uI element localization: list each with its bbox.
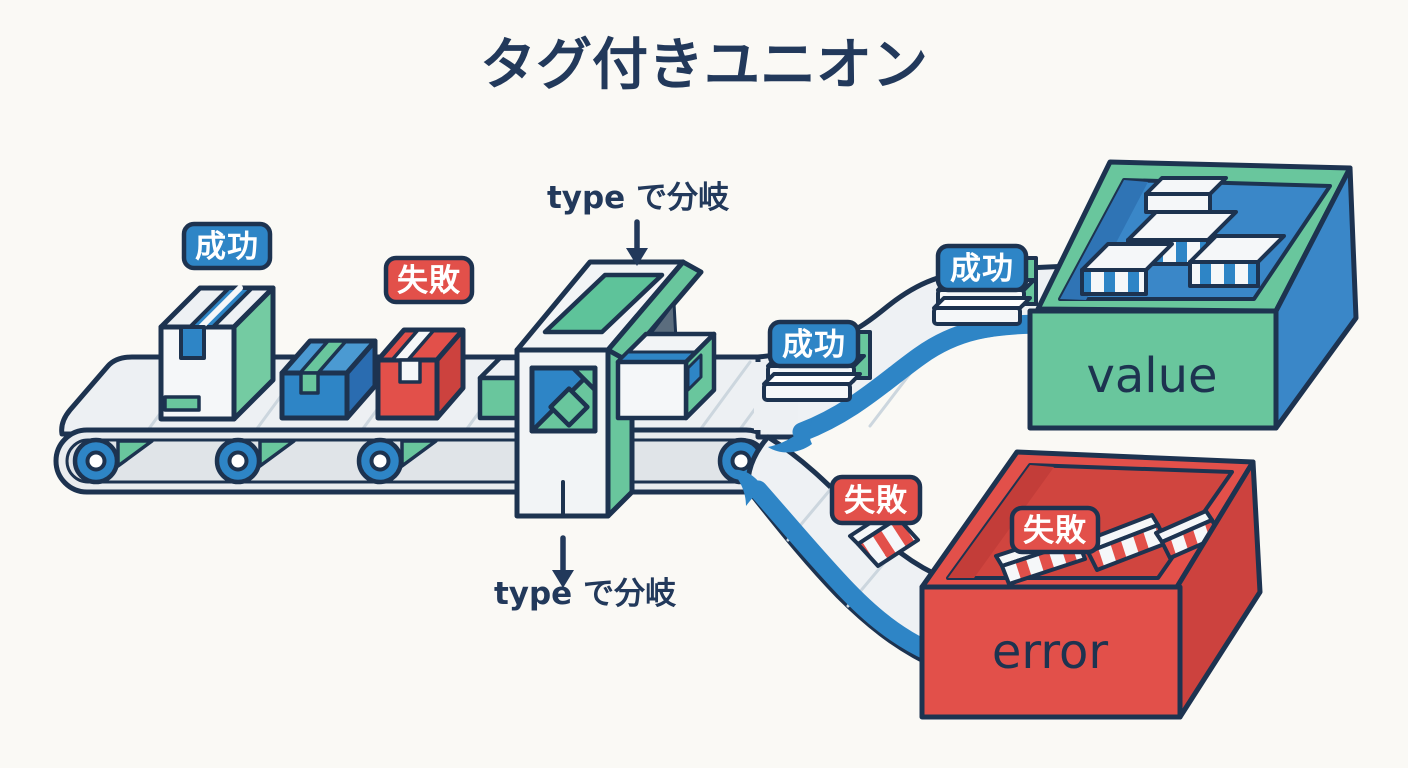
success-tag-3: 成功 (935, 243, 1029, 293)
success-tag-label: 成功 (195, 229, 259, 265)
success-parcel-stack-2: 成功 (932, 243, 1038, 326)
arrow-down-icon (626, 219, 648, 266)
value-bin-packages (1080, 176, 1286, 296)
success-tag-label: 成功 (782, 327, 846, 363)
branch-annotation-top: type で分岐 (547, 180, 730, 266)
tape-flap (179, 325, 206, 360)
failure-tag-label: 失敗 (844, 483, 908, 519)
success-tag-1: 成功 (181, 221, 273, 271)
roller-icon (214, 437, 262, 485)
tape-flap (299, 371, 320, 395)
success-box-white (158, 285, 276, 422)
value-bin-front (1027, 308, 1279, 431)
failure-tag-1: 失敗 (383, 255, 475, 305)
error-bin: 失敗 error (919, 449, 1263, 720)
machine-hood-side (605, 259, 704, 363)
value-bin: value (1027, 159, 1359, 431)
failure-tag-3: 失敗 (1009, 505, 1101, 555)
arrow-down-icon (552, 535, 574, 588)
branch-label-top: type で分岐 (547, 180, 730, 216)
failure-box-red (375, 327, 466, 421)
error-bin-inner-shade (948, 465, 1054, 578)
branch-label-bottom: type で分岐 (494, 576, 677, 612)
roller-icon (72, 437, 120, 485)
type-check-window-icon (529, 365, 598, 434)
failure-path-blue-stripe (730, 469, 940, 662)
tape-flap (398, 358, 422, 384)
error-bin-label: error (992, 624, 1108, 680)
failure-tag-label: 失敗 (1023, 513, 1087, 549)
exiting-box (615, 331, 717, 421)
success-tag-2: 成功 (767, 319, 861, 369)
failure-tag-2: 失敗 (829, 474, 923, 526)
value-bin-label: value (1086, 348, 1217, 404)
error-bin-front (919, 584, 1183, 720)
label-strip (163, 395, 201, 412)
roller-icon (356, 437, 404, 485)
failure-tag-label: 失敗 (397, 263, 461, 299)
branch-annotation-bottom: type で分岐 (494, 535, 677, 612)
machine-hood-panel (542, 272, 665, 335)
failure-parcel-ramp: 失敗 (829, 474, 923, 568)
sorter-machine (514, 259, 717, 519)
success-parcel-stack-1: 成功 (762, 319, 872, 402)
success-path-blue-stripe (768, 314, 1056, 453)
page-title: タグ付きユニオン (480, 33, 928, 98)
success-tag-label: 成功 (950, 251, 1014, 287)
neutral-box-blue (279, 338, 378, 421)
